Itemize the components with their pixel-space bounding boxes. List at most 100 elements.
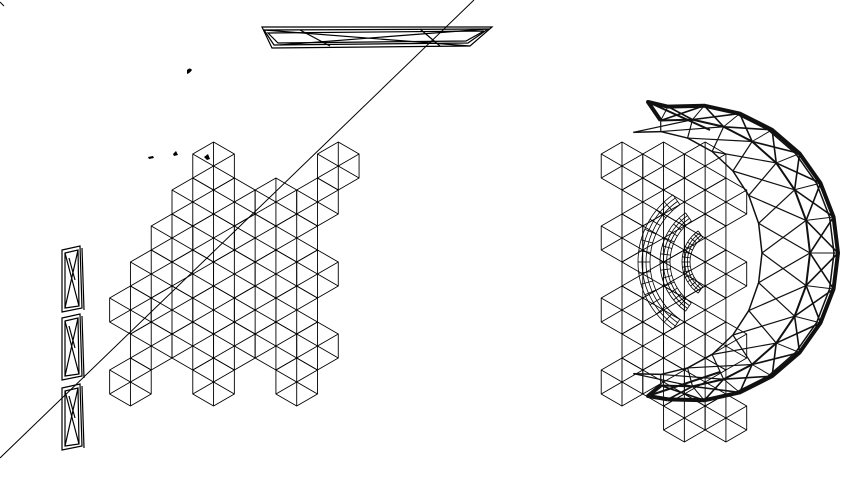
arc-strand <box>669 220 692 304</box>
hex-spoke <box>600 225 644 251</box>
dome-strut <box>748 310 777 344</box>
arc-rung <box>656 306 667 315</box>
dome-strut <box>660 373 724 380</box>
hex-spoke <box>234 225 277 251</box>
scatter-mark <box>148 156 154 159</box>
hex-spoke <box>109 369 152 395</box>
dome-strut <box>723 375 773 381</box>
hex-spoke <box>171 261 214 287</box>
dome-strut <box>647 101 711 131</box>
hex-spoke <box>150 297 194 323</box>
geodesic-dome-shell[interactable] <box>633 100 840 403</box>
hex-spoke <box>192 297 235 323</box>
hex-spoke <box>171 333 214 359</box>
hex-spoke <box>317 153 360 179</box>
arc-rung <box>649 298 661 306</box>
arc-rung <box>640 280 653 285</box>
dome-strut <box>761 219 807 254</box>
side-panel <box>61 245 85 313</box>
arc-strand <box>659 212 686 312</box>
arc-rung <box>690 237 698 244</box>
arc-rung <box>656 209 667 218</box>
arc-rung <box>663 201 673 211</box>
arc-rung <box>697 286 704 294</box>
hex-spoke <box>234 297 277 323</box>
hex-spoke <box>192 225 235 251</box>
arc-rung <box>640 239 653 244</box>
dome-strut <box>712 342 777 356</box>
hex-spoke <box>684 153 727 179</box>
hex-spoke <box>254 333 297 359</box>
arc-rung <box>664 237 675 243</box>
scatter-marks <box>148 68 210 160</box>
dome-strut <box>775 162 821 184</box>
dome-strut <box>771 342 778 377</box>
arc-rung <box>662 275 672 279</box>
dome-strut <box>751 140 800 155</box>
dome-strut <box>660 126 724 133</box>
arc-rung <box>683 251 692 255</box>
dome-strut <box>776 153 800 164</box>
hex-spoke <box>684 225 727 251</box>
dome-strut <box>794 315 821 324</box>
arc-bands[interactable] <box>637 194 704 330</box>
arc-rung <box>687 277 695 283</box>
dome-strut <box>723 113 740 128</box>
dome-strut <box>633 119 693 133</box>
arc-rung <box>685 246 693 251</box>
hex-spoke <box>704 333 747 359</box>
dome-strut <box>738 364 753 393</box>
arc-rung <box>693 283 700 291</box>
scatter-mark <box>173 151 178 156</box>
arc-rung <box>682 256 691 259</box>
hex-spoke <box>130 261 173 287</box>
dome-strut <box>660 106 669 121</box>
hex-spoke <box>171 189 214 215</box>
panel-brace <box>64 387 79 447</box>
arc-rung <box>678 298 687 307</box>
dome-strut <box>809 216 835 254</box>
dome-strut <box>711 354 725 380</box>
arc-rung <box>663 313 673 323</box>
dome-strut <box>732 141 753 172</box>
arc-rung <box>672 194 681 205</box>
dome-strut <box>660 104 705 122</box>
left-panel-stack[interactable] <box>61 245 85 451</box>
dome-strut <box>809 252 835 290</box>
hex-spoke <box>296 261 339 287</box>
dome-strut <box>692 386 705 401</box>
hex-spoke <box>704 405 747 431</box>
dome-strut <box>794 182 821 191</box>
dome-strut <box>748 162 777 196</box>
hex-spoke <box>254 189 297 215</box>
hex-spoke <box>600 153 644 179</box>
hex-spoke <box>275 297 318 323</box>
arc-rung <box>697 230 704 238</box>
arc-rung <box>672 319 681 330</box>
top-frame[interactable] <box>261 26 494 49</box>
scatter-mark <box>187 68 192 74</box>
dome-strut <box>723 378 740 393</box>
panel-outline <box>61 383 83 451</box>
scatter-mark <box>204 154 210 160</box>
dome-strut <box>761 252 807 287</box>
dome-strut <box>712 150 777 164</box>
dome-strut <box>751 364 773 377</box>
dome-strut <box>732 315 795 336</box>
dome-strut <box>806 285 834 290</box>
diagonal-construction-line[interactable] <box>0 0 475 459</box>
dome-strut <box>748 194 807 221</box>
arc-rung <box>638 250 651 253</box>
hexagon-grid-left[interactable] <box>109 141 360 407</box>
panel-outline <box>61 245 83 313</box>
hex-spoke <box>684 297 727 323</box>
panel-outline <box>61 313 83 381</box>
dome-strut <box>793 316 801 353</box>
arc-rung <box>660 268 671 271</box>
dome-strut <box>794 189 835 218</box>
dome-strut <box>751 129 773 142</box>
dome-strut <box>667 385 693 401</box>
